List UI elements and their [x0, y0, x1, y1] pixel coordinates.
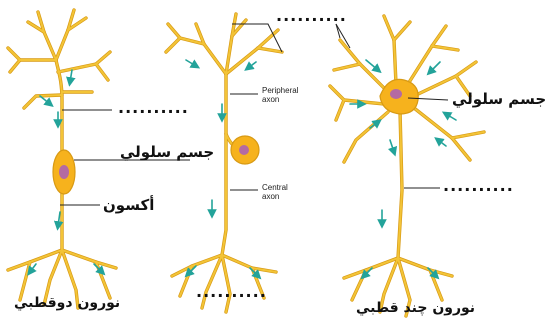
- cell-body-label-bipolar: جسم سلولي: [120, 143, 214, 161]
- axon-label: أكسون: [103, 196, 154, 214]
- blank-label-multipolar-axon: ..........: [443, 176, 514, 195]
- blank-label-bipolar-dendrite: ..........: [118, 98, 189, 117]
- bipolar-neuron-caption: نورون دوقطبي: [14, 295, 120, 311]
- bipolar-neuron: [8, 10, 116, 308]
- multipolar-neuron-caption: نورون چند قطبي: [356, 300, 475, 316]
- pseudounipolar-neuron: [166, 14, 282, 312]
- multipolar-neuron: [330, 16, 484, 316]
- cell-body-label-multipolar: جسم سلولي: [452, 90, 546, 108]
- blank-label-top: ..........: [276, 6, 347, 25]
- blank-label-middle-caption: ..........: [196, 282, 267, 301]
